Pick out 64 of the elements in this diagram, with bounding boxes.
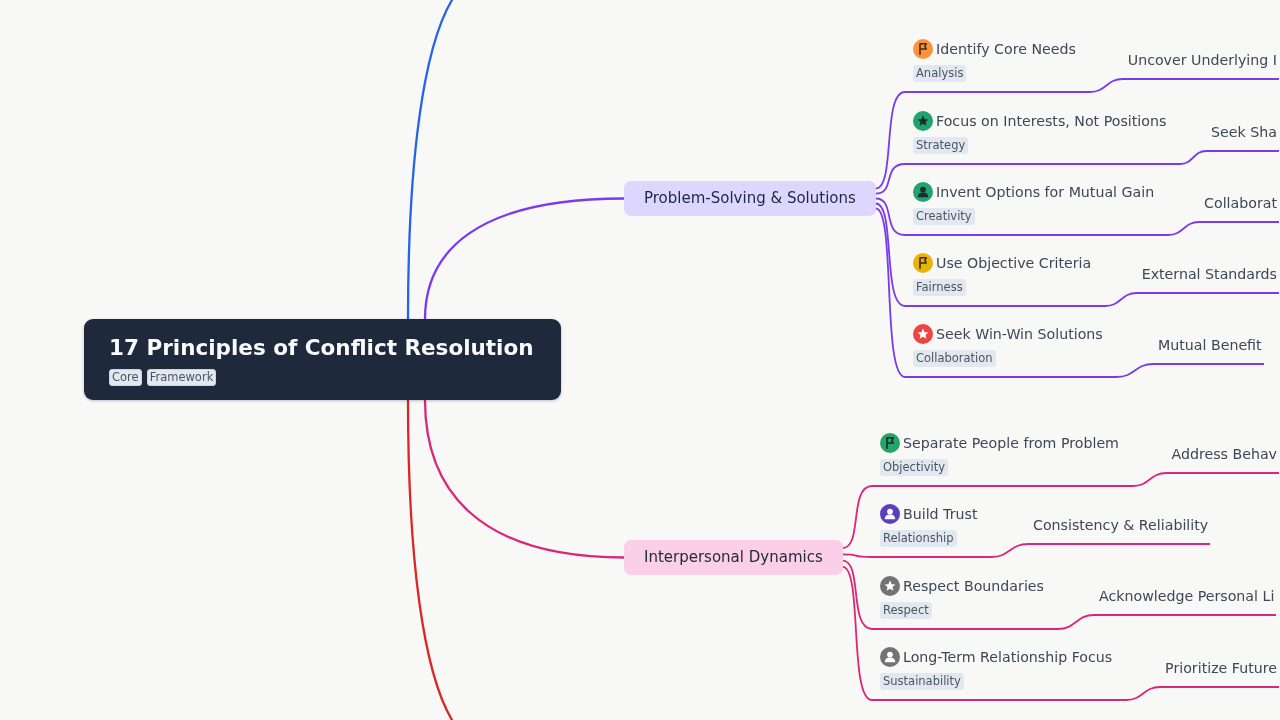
subtopic-title: Invent Options for Mutual Gain	[936, 183, 1155, 202]
subtopic-title: Seek Win-Win Solutions	[936, 325, 1103, 344]
connector-line	[423, 197, 626, 321]
connector-line	[841, 553, 873, 558]
detail-topic: Prioritize Future	[1160, 659, 1279, 688]
branch-topic: Interpersonal Dynamics	[624, 540, 843, 575]
detail-topic: Collaborat	[1199, 194, 1279, 223]
detail-topic: Address Behav	[1166, 445, 1279, 474]
connector-line	[841, 559, 873, 630]
connector-line	[874, 202, 906, 307]
tag-label: Respect	[880, 602, 932, 619]
subtopic-title: Identify Core Needs	[936, 40, 1076, 59]
connector-line	[874, 163, 906, 195]
tag-label: Creativity	[913, 208, 975, 225]
tag-label: Sustainability	[880, 673, 964, 690]
connector-line	[1089, 78, 1124, 93]
detail-topic: Mutual Benefit	[1153, 336, 1264, 365]
connector-line	[874, 91, 906, 190]
tag-label: Strategy	[913, 137, 969, 154]
subtopic-item	[905, 182, 1169, 236]
tag-label: Core	[109, 369, 142, 386]
tag-label: Analysis	[913, 65, 967, 82]
connector-line	[1057, 614, 1095, 630]
detail-topic: Uncover Underlying I	[1122, 51, 1279, 80]
tag-label: Collaboration	[913, 350, 996, 367]
subtopic-item	[905, 39, 1090, 93]
subtopic-item	[872, 647, 1127, 701]
connector-line	[874, 207, 906, 378]
connector-line	[874, 197, 906, 236]
detail-topic: Seek Sha	[1206, 123, 1279, 152]
connector-line	[1104, 292, 1138, 307]
subtopic-item	[872, 576, 1058, 630]
tag-label: Fairness	[913, 279, 966, 296]
subtopic-item	[872, 433, 1133, 487]
connector-line	[423, 398, 626, 559]
subtopic-title: Focus on Interests, Not Positions	[936, 112, 1167, 131]
subtopic-title: Separate People from Problem	[903, 434, 1119, 453]
subtopic-item	[905, 253, 1106, 307]
connector-line	[1125, 686, 1161, 701]
tag-label: Relationship	[880, 530, 957, 547]
tag-label: Framework	[146, 369, 217, 386]
subtopic-title: Build Trust	[903, 505, 978, 524]
root-topic-card	[84, 319, 561, 400]
connector-line	[1179, 150, 1207, 165]
subtopic-title: Use Objective Criteria	[936, 254, 1092, 273]
connector-line	[841, 485, 873, 550]
connector-line	[1132, 472, 1168, 487]
subtopic-item	[872, 504, 992, 558]
tag-label: Objectivity	[880, 459, 948, 476]
root-title: 17 Principles of Conflict Resolution	[109, 334, 534, 361]
subtopic-item	[905, 111, 1181, 165]
detail-topic: Acknowledge Personal Li	[1094, 587, 1277, 616]
connector-line	[841, 566, 873, 701]
detail-topic: Consistency & Reliability	[1028, 516, 1211, 545]
subtopic-item	[905, 324, 1117, 378]
connector-line	[406, 0, 454, 321]
subtopic-title: Long-Term Relationship Focus	[903, 648, 1113, 667]
connector-line	[406, 398, 454, 720]
detail-topic: External Standards	[1136, 265, 1279, 294]
subtopic-title: Respect Boundaries	[903, 577, 1044, 596]
connector-line	[990, 543, 1029, 558]
connector-line	[1167, 221, 1200, 236]
connector-line	[1115, 363, 1154, 378]
branch-topic: Problem-Solving & Solutions	[624, 181, 876, 216]
